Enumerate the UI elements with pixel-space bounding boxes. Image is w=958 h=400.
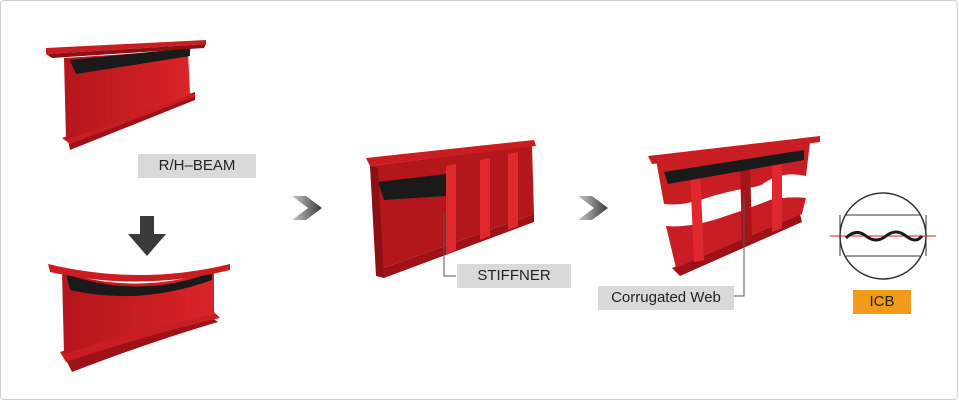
- stiffner-leader-line: [443, 212, 456, 277]
- h-beam-curved: [48, 264, 230, 372]
- rh-beam-label: R/H–BEAM: [138, 154, 256, 178]
- stiffner-beam: [366, 140, 536, 278]
- corrugated-leader-line: [734, 196, 745, 297]
- stiffner-label: STIFFNER: [457, 264, 571, 288]
- down-arrow-icon: [128, 216, 166, 256]
- icb-cross-section: [830, 192, 936, 280]
- corrugated-web-label: Corrugated Web: [598, 286, 734, 310]
- h-beam-straight: [46, 40, 206, 150]
- corrugated-web-beam: [648, 136, 820, 276]
- icb-label: ICB: [853, 290, 911, 314]
- chevron-right-icon: [292, 196, 322, 220]
- chevron-right-icon: [578, 196, 608, 220]
